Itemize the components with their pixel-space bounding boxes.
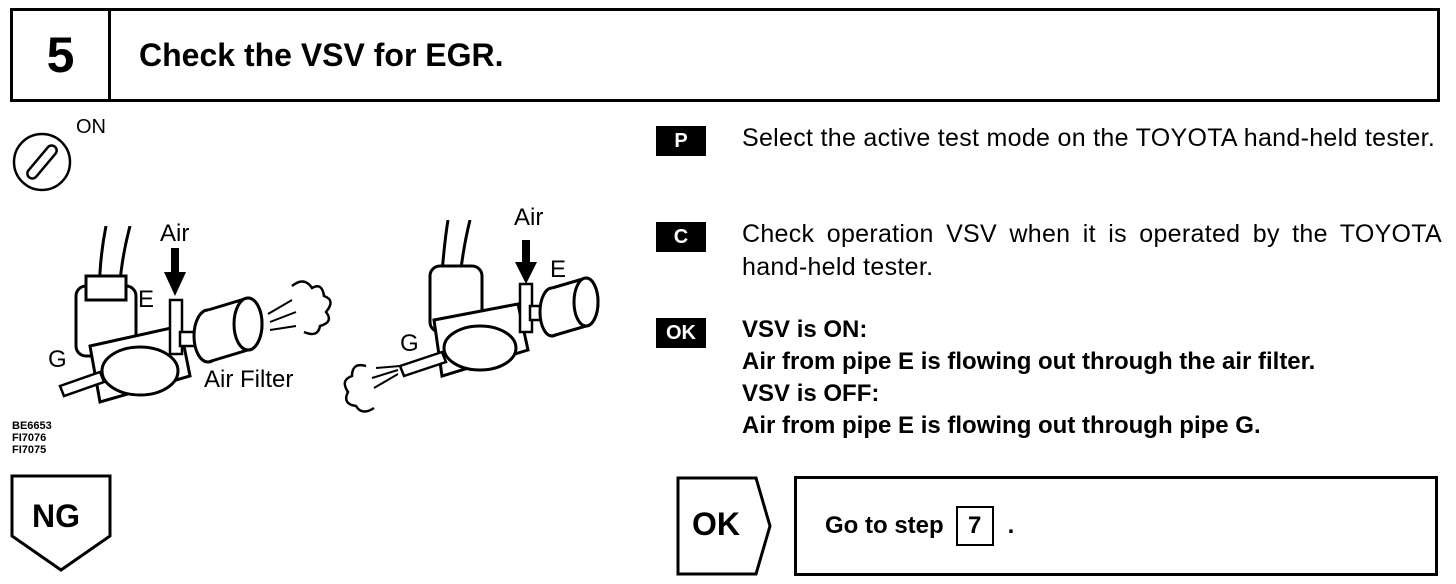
right-e-label: E xyxy=(550,256,567,283)
goto-step-box: Go to step 7 . xyxy=(794,476,1438,576)
vsv-diagram-off xyxy=(343,220,600,413)
prepare-text: Select the active test mode on the TOYOT… xyxy=(742,124,1436,152)
left-air-label: Air xyxy=(160,220,190,247)
ok-line-vsv-off: VSV is OFF: xyxy=(742,380,880,407)
figure-code: BE6653 xyxy=(12,420,52,432)
ng-label: NG xyxy=(32,498,80,534)
ng-result-arrow: NG xyxy=(10,474,114,579)
ignition-on-label: ON xyxy=(76,116,106,138)
vsv-diagram-on xyxy=(58,226,332,404)
ignition-switch-icon xyxy=(12,132,72,192)
ok-label: OK xyxy=(692,506,740,542)
check-badge: C xyxy=(656,222,706,252)
ng-arrow-shape xyxy=(10,474,112,572)
ok-result-text: VSV is ON: Air from pipe E is flowing ou… xyxy=(742,314,1442,442)
ok-badge: OK xyxy=(656,318,706,348)
ok-line-vsv-on: VSV is ON: xyxy=(742,316,868,343)
check-text: Check operation VSV when it is operated … xyxy=(742,220,1442,281)
figure-code: FI7076 xyxy=(12,432,47,444)
right-air-label: Air xyxy=(514,204,544,231)
figure-codes: BE6653 FI7076 FI7075 xyxy=(12,420,52,456)
goto-step-ref[interactable]: 7 xyxy=(955,506,994,546)
left-e-label: E xyxy=(138,286,155,313)
step-number: 5 xyxy=(13,11,111,99)
prepare-badge: P xyxy=(656,126,706,156)
ok-arrow-shape xyxy=(676,476,772,576)
right-g-label: G xyxy=(400,330,419,357)
instruction-prepare: P Select the active test mode on the TOY… xyxy=(656,122,1442,156)
step-header: 5 Check the VSV for EGR. xyxy=(10,8,1440,102)
goto-suffix: . xyxy=(1007,512,1015,539)
vsv-figure: ON Air E G Air Filter xyxy=(0,108,640,468)
air-filter-label: Air Filter xyxy=(204,366,294,393)
goto-text: Go to step xyxy=(825,512,944,539)
figure-code: FI7075 xyxy=(12,444,47,456)
ok-result: OK VSV is ON: Air from pipe E is flowing… xyxy=(656,314,1442,442)
ok-result-arrow: OK xyxy=(676,476,776,581)
ok-line-on-detail: Air from pipe E is flowing out through t… xyxy=(742,348,1316,375)
ok-line-off-detail: Air from pipe E is flowing out through p… xyxy=(742,412,1261,439)
step-title: Check the VSV for EGR. xyxy=(139,36,504,73)
left-g-label: G xyxy=(48,346,67,373)
instruction-check: C Check operation VSV when it is operate… xyxy=(656,218,1442,284)
